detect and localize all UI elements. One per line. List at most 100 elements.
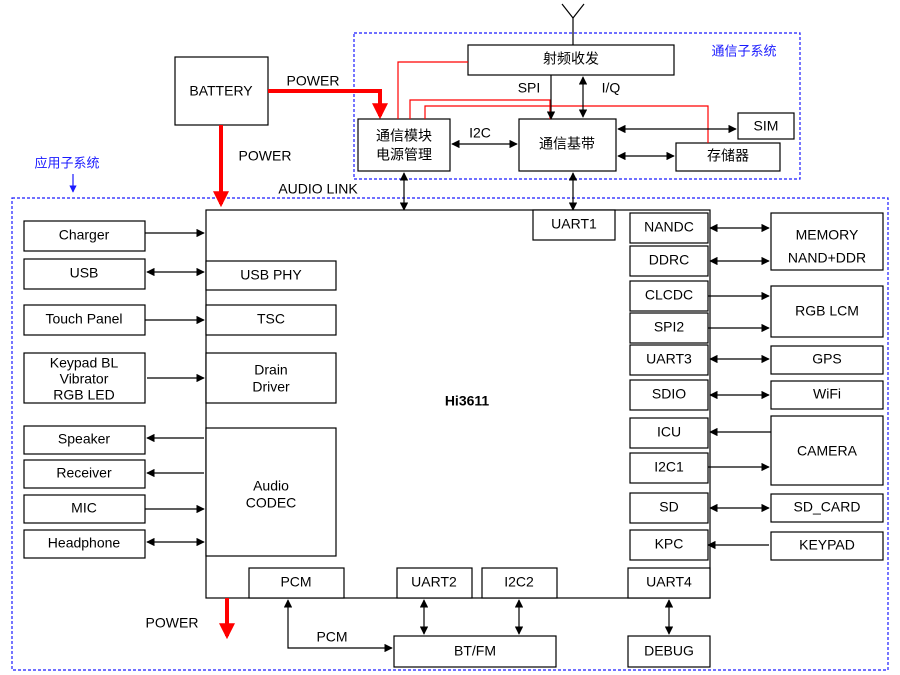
soc-usb-phy-label: USB PHY — [240, 267, 302, 283]
soc-pcm-label: PCM — [280, 574, 311, 590]
keypad-bl-line2: Vibrator — [60, 371, 109, 387]
keypad-bl-line1: Keypad BL — [50, 355, 119, 371]
soc-i2c1-box — [629, 452, 709, 484]
app-subsystem-title: 应用子系统 — [34, 155, 99, 170]
power-top-label: POWER — [287, 73, 340, 89]
wifi-label: WiFi — [813, 386, 841, 402]
camera-label: CAMERA — [797, 443, 858, 459]
audio-link-label: AUDIO LINK — [278, 181, 358, 197]
soc-nandc-label: NANDC — [644, 219, 694, 235]
bt-fm-box — [393, 635, 557, 668]
gps-box — [770, 345, 884, 375]
soc-sdio-box — [629, 379, 709, 411]
soc-i2c1-label: I2C1 — [654, 459, 684, 475]
soc-audio-codec-line1: Audio — [253, 478, 289, 494]
headphone-label: Headphone — [48, 535, 121, 551]
soc-i2c2-box — [481, 567, 558, 599]
comm-power-distribution-lines — [397, 61, 709, 143]
sd-card-label: SD_CARD — [794, 499, 861, 515]
soc-kpc-label: KPC — [655, 536, 684, 552]
soc-audio-codec-line2: CODEC — [246, 495, 297, 511]
battery-box — [174, 56, 269, 126]
soc-usb-phy-box — [205, 260, 337, 291]
soc-tsc-box — [205, 304, 337, 336]
soc-uart1-box — [532, 209, 616, 241]
touch-panel-label: Touch Panel — [45, 311, 122, 327]
sim-box — [737, 112, 795, 140]
comm-subsystem-title: 通信子系统 — [711, 43, 776, 58]
soc-spi2-label: SPI2 — [654, 319, 685, 335]
app-subsystem-region — [11, 197, 889, 671]
charger-box — [23, 220, 146, 252]
soc-clcdc-label: CLCDC — [645, 287, 693, 303]
power-mid-label: POWER — [239, 148, 292, 164]
soc-uart1-label: UART1 — [551, 216, 597, 232]
soc-audio-codec-box — [205, 427, 337, 557]
comm-storage-box — [675, 142, 781, 172]
sim-label: SIM — [754, 118, 779, 134]
soc-spi2-box — [629, 312, 709, 344]
soc-nandc-box — [629, 212, 709, 244]
charger-label: Charger — [59, 227, 110, 243]
gps-label: GPS — [812, 351, 842, 367]
soc-icu-label: ICU — [657, 424, 681, 440]
soc-drain-driver-line1: Drain — [254, 362, 287, 378]
soc-uart4-box — [627, 567, 711, 599]
rgb-lcm-box — [770, 285, 884, 338]
camera-box — [770, 415, 884, 486]
soc-i2c2-label: I2C2 — [504, 574, 534, 590]
soc-clcdc-box — [629, 280, 709, 312]
spi-label: SPI — [518, 80, 541, 96]
soc-name: Hi3611 — [445, 393, 490, 409]
soc-uart3-label: UART3 — [646, 351, 692, 367]
soc-uart2-label: UART2 — [411, 574, 457, 590]
pcm-link-label: PCM — [316, 629, 347, 645]
comm-baseband-label: 通信基带 — [539, 136, 595, 152]
pcm-btfm-link — [283, 599, 393, 653]
receiver-label: Receiver — [56, 465, 112, 481]
receiver-box — [23, 459, 146, 489]
soc-sdio-label: SDIO — [652, 386, 686, 402]
soc-ddrc-box — [629, 245, 709, 277]
wifi-box — [770, 380, 884, 410]
soc-icu-box — [629, 417, 709, 449]
mic-box — [23, 494, 146, 524]
debug-box — [627, 635, 711, 668]
bt-fm-label: BT/FM — [454, 643, 496, 659]
keypad-bl-box — [23, 352, 146, 404]
comm-storage-label: 存储器 — [707, 148, 749, 164]
soc-drain-driver-box — [205, 352, 337, 404]
antenna-icon — [561, 3, 585, 45]
rgb-lcm-label: RGB LCM — [795, 303, 859, 319]
keypad-label: KEYPAD — [799, 537, 855, 553]
debug-label: DEBUG — [644, 643, 694, 659]
soc-drain-driver-line2: Driver — [252, 379, 290, 395]
sd-card-box — [770, 493, 884, 523]
speaker-label: Speaker — [58, 431, 110, 447]
soc-uart3-box — [629, 344, 709, 376]
rf-transceiver-box — [467, 44, 675, 76]
keypad-box — [770, 531, 884, 561]
comm-power-management-line2: 电源管理 — [376, 147, 432, 163]
soc-kpc-box — [629, 529, 709, 561]
soc-tsc-label: TSC — [257, 311, 285, 327]
power-bottom-label: POWER — [146, 615, 199, 631]
soc-ddrc-label: DDRC — [649, 252, 689, 268]
memory-line2: NAND+DDR — [788, 250, 866, 266]
speaker-box — [23, 425, 146, 455]
usb-box — [23, 258, 146, 290]
comm-power-management-box — [357, 118, 451, 172]
comm-power-management-line1: 通信模块 — [376, 128, 432, 144]
memory-line1: MEMORY — [796, 227, 859, 243]
soc-sd-label: SD — [659, 499, 678, 515]
keypad-bl-line3: RGB LED — [53, 387, 114, 403]
iq-label: I/Q — [602, 80, 621, 96]
soc-sd-box — [629, 492, 709, 524]
usb-label: USB — [70, 265, 99, 281]
soc-uart4-label: UART4 — [646, 574, 692, 590]
battery-power-line — [268, 89, 388, 120]
i2c-label: I2C — [469, 125, 491, 141]
rf-transceiver-label: 射频收发 — [543, 51, 599, 67]
headphone-box — [23, 529, 146, 559]
